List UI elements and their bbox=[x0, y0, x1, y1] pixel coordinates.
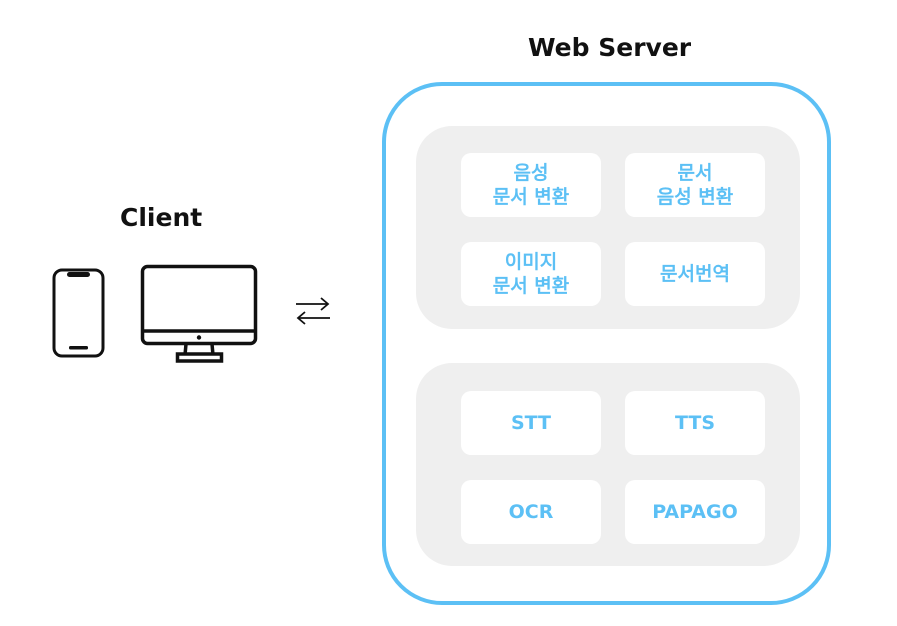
engine-card-label: PAPAGO bbox=[652, 501, 738, 523]
bidirectional-arrows-icon bbox=[296, 297, 330, 325]
service-card-label-line2: 문서 변환 bbox=[492, 186, 570, 208]
engine-card-tts: TTS bbox=[625, 391, 765, 455]
service-card-label-line2: 문서 변환 bbox=[492, 275, 570, 297]
web-server-title: Web Server bbox=[528, 33, 692, 62]
engine-card-papago: PAPAGO bbox=[625, 480, 765, 544]
service-card-label-line1: 음성 bbox=[513, 162, 549, 184]
service-card-label-line1: 문서 bbox=[677, 162, 713, 184]
monitor-icon bbox=[140, 264, 258, 363]
service-card-label-line2: 음성 변환 bbox=[656, 186, 734, 208]
service-card-document-translation: 문서번역 bbox=[625, 242, 765, 306]
client-title: Client bbox=[120, 203, 203, 232]
service-card-label-line1: 문서번역 bbox=[660, 263, 730, 285]
engine-card-label: TTS bbox=[674, 412, 716, 434]
phone-icon bbox=[52, 268, 105, 358]
service-card-document-to-speech: 문서 음성 변환 bbox=[625, 153, 765, 217]
engine-card-stt: STT bbox=[461, 391, 601, 455]
engine-card-ocr: OCR bbox=[461, 480, 601, 544]
engine-card-label: OCR bbox=[508, 501, 554, 523]
service-card-speech-to-document: 음성 문서 변환 bbox=[461, 153, 601, 217]
service-card-image-to-document: 이미지 문서 변환 bbox=[461, 242, 601, 306]
engine-card-label: STT bbox=[510, 412, 552, 434]
service-card-label-line1: 이미지 bbox=[504, 251, 558, 273]
